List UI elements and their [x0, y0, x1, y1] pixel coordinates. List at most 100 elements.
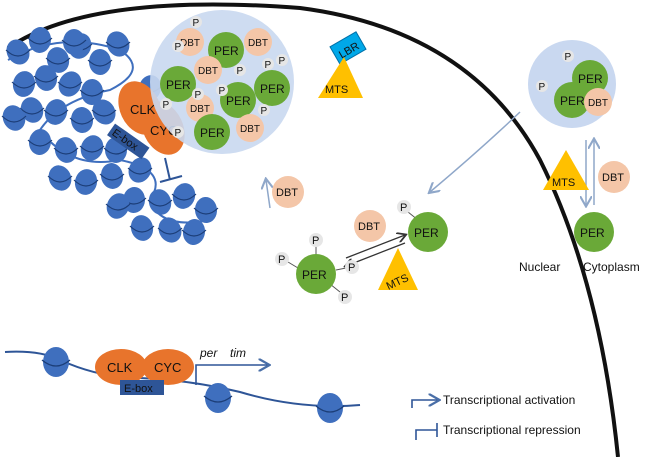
nucleosome: [11, 71, 37, 97]
svg-text:DBT: DBT: [240, 124, 260, 135]
svg-text:PER: PER: [260, 82, 285, 96]
per-protein: PER: [220, 82, 256, 118]
svg-text:DBT: DBT: [358, 221, 380, 233]
nuclear-membrane: [6, 2, 620, 457]
svg-text:DBT: DBT: [180, 38, 200, 49]
phosphate: P: [192, 88, 204, 101]
nucleosome: [87, 49, 113, 75]
nucleosome: [57, 71, 83, 97]
ebox-repressed: [107, 123, 150, 160]
svg-text:DBT: DBT: [190, 104, 210, 115]
ebox-active: [120, 380, 164, 395]
nucleosome: [129, 215, 155, 241]
svg-text:DBT: DBT: [248, 38, 268, 49]
nucleosome: [61, 29, 87, 55]
nuclear-label: Nuclear: [519, 260, 560, 274]
repression-bar: [159, 157, 183, 183]
svg-text:P: P: [265, 60, 272, 71]
mts-membrane: MTS: [318, 57, 363, 98]
svg-text:PER: PER: [200, 126, 225, 140]
svg-text:P: P: [539, 82, 546, 93]
tss-arrow: [195, 365, 268, 385]
nucleosome: [105, 193, 131, 219]
gene-per: per: [199, 346, 218, 360]
dbt-protein: DBT: [584, 88, 612, 116]
svg-text:P: P: [341, 292, 348, 304]
svg-text:P: P: [312, 235, 319, 247]
mts-membrane-label: MTS: [325, 84, 348, 96]
cytoplasm-label: Cytoplasm: [583, 260, 640, 274]
svg-text:MTS: MTS: [552, 177, 575, 189]
svg-text:PER: PER: [560, 94, 585, 108]
nucleosome: [45, 47, 71, 73]
per-protein: PER: [194, 114, 230, 150]
equilibrium-forward: [345, 235, 405, 259]
svg-text:P: P: [163, 100, 170, 111]
nucleosome: [1, 105, 27, 131]
nucleosome: [47, 165, 73, 191]
phosphate: P: [276, 54, 288, 67]
svg-text:PER: PER: [226, 94, 251, 108]
nucleosome: [79, 135, 105, 161]
nucleosome: [5, 39, 31, 65]
per-protein: PER: [554, 82, 590, 118]
phosphate: P: [172, 126, 184, 139]
dbt-protein: DBT: [244, 28, 272, 56]
dbt-free-1: DBT: [272, 176, 304, 208]
svg-text:PER: PER: [414, 226, 439, 240]
nucleosome: [181, 219, 207, 245]
svg-text:PER: PER: [302, 268, 327, 282]
svg-text:CLK: CLK: [107, 360, 133, 375]
per-protein: PER: [208, 32, 244, 68]
nucleosome: [147, 189, 173, 215]
phosphate: P: [562, 50, 574, 63]
svg-text:PER: PER: [578, 72, 603, 86]
dbt-bound: [354, 210, 386, 242]
nucleosome: [69, 107, 95, 133]
nucleosome: [171, 183, 197, 209]
phosphate: P: [172, 40, 184, 53]
chromatin-cluster: [1, 27, 219, 245]
svg-text:P: P: [278, 254, 285, 266]
phosphate: P: [234, 64, 246, 77]
nucleosome: [53, 137, 79, 163]
nucleosome: [157, 217, 183, 243]
mts-cytoplasm: MTS: [543, 150, 589, 190]
clk-label: CLK: [130, 102, 156, 117]
svg-text:CYC: CYC: [154, 360, 181, 375]
clk-active: [95, 349, 147, 385]
phosphate: P: [262, 58, 274, 71]
per-cytoplasm: PER: [574, 212, 614, 252]
svg-text:P: P: [193, 18, 200, 29]
svg-text:P: P: [175, 128, 182, 139]
phosphate: P: [216, 84, 228, 97]
svg-text:P: P: [261, 106, 268, 117]
per-protein: PER: [254, 70, 290, 106]
svg-text:P: P: [400, 202, 407, 214]
lbr-tether: LBR: [329, 31, 367, 65]
nucleosome: [33, 65, 59, 91]
nucleosome: [99, 163, 125, 189]
nucleosome: [79, 79, 105, 105]
svg-text:P: P: [565, 52, 572, 63]
phosphate: P: [190, 16, 202, 29]
per-hyperphospho: P P P P PER: [275, 233, 359, 304]
phosphate: P: [258, 104, 270, 117]
nucleosome: [193, 197, 219, 223]
nucleosome: [27, 27, 53, 53]
svg-text:P: P: [348, 262, 355, 274]
nucleosome: [105, 31, 131, 57]
svg-text:E-box: E-box: [124, 383, 153, 395]
nucleosome: [127, 157, 153, 183]
bar-repression-icon: [415, 423, 438, 440]
phosphate: P: [536, 80, 548, 93]
import-arrow: [430, 111, 521, 192]
svg-text:DBT: DBT: [602, 172, 624, 184]
to-condensate-arrow: [266, 180, 270, 209]
svg-text:P: P: [219, 86, 226, 97]
active-gene: CLK CYC E-box per tim: [4, 346, 361, 423]
gene-tim: tim: [230, 346, 246, 360]
svg-text:DBT: DBT: [276, 187, 298, 199]
clk-cyc-complex-repressed: CLK CYC E-box: [107, 81, 185, 183]
